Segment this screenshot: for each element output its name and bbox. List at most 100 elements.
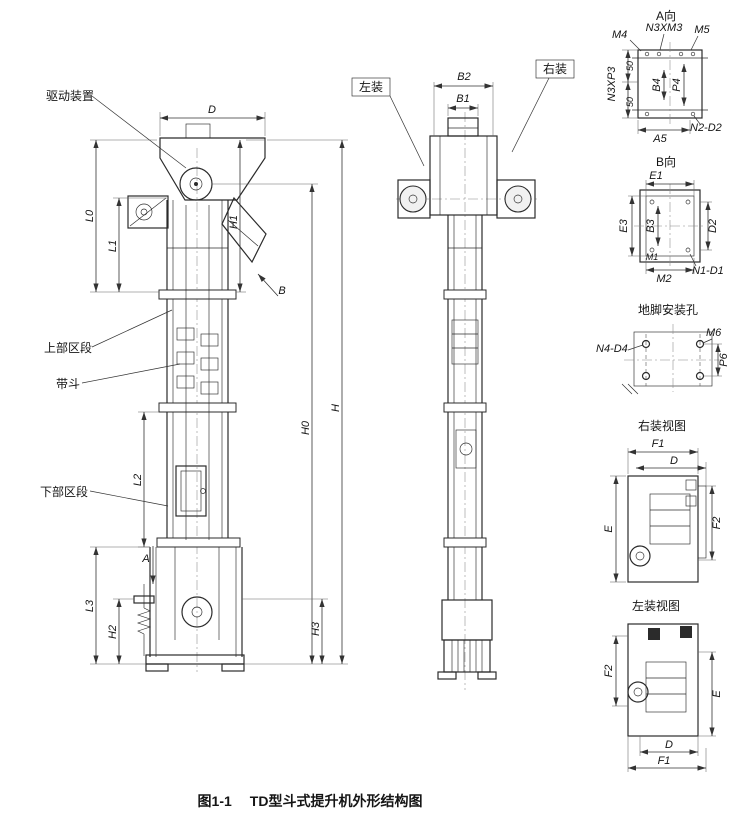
inspection-door <box>175 465 207 517</box>
dim-H1-label: H1 <box>228 215 240 229</box>
dim-A-label: A <box>141 553 149 565</box>
dim-L2-label: L2 <box>132 474 144 486</box>
figure-caption-number: 图1-1 <box>198 793 232 809</box>
figure-caption: 图1-1 TD型斗式提升机外形结构图 <box>198 793 423 809</box>
dim-L2: L2 <box>132 411 159 548</box>
label-50-bottom: 50 <box>625 97 635 107</box>
takeup-spring <box>133 584 155 656</box>
detail-view-a: A向 M4 N3XM3 M5 50 50 N3XP3 B4 P4 A5 N2-D… <box>606 8 722 145</box>
dim-H2-label: H2 <box>107 625 119 639</box>
dim-B2: B2 <box>433 71 494 136</box>
boot-pulley <box>181 596 213 628</box>
discharge-chute <box>221 196 267 264</box>
label-M6: M6 <box>706 327 722 339</box>
left-view-F1: F1 <box>658 755 671 767</box>
dim-B1-label: B1 <box>456 93 469 105</box>
dim-H: H <box>244 139 348 665</box>
label-50-top: 50 <box>625 61 635 71</box>
left-view-F2: F2 <box>603 665 615 678</box>
dim-L1-label: L1 <box>107 240 119 252</box>
label-M2: M2 <box>656 273 671 285</box>
dim-B2-label: B2 <box>457 71 470 83</box>
buckets <box>176 327 219 395</box>
dim-B-label: B <box>278 285 285 297</box>
label-E1: E1 <box>649 170 662 182</box>
callout-lower-label: 下部区段 <box>40 484 88 499</box>
anchor-holes-title: 地脚安装孔 <box>638 302 698 317</box>
dim-H2: H2 <box>107 598 134 664</box>
callout-left-mount: 左装 <box>351 77 425 167</box>
label-E3: E3 <box>618 218 630 232</box>
dim-L1: L1 <box>107 197 167 292</box>
left-drive-wheel <box>399 185 427 213</box>
label-P6: P6 <box>718 352 730 366</box>
label-N4-D4: N4-D4 <box>596 343 628 355</box>
label-B3: B3 <box>645 218 657 232</box>
label-M4: M4 <box>612 29 627 41</box>
dim-H0-label: H0 <box>300 420 312 435</box>
dim-B1: B1 <box>447 93 479 116</box>
label-A5: A5 <box>652 133 667 145</box>
label-D2: D2 <box>707 219 719 233</box>
callout-buckets: 带斗 <box>56 363 181 391</box>
label-N3XP3: N3XP3 <box>606 66 618 102</box>
callout-right-mount-label: 右装 <box>543 61 567 76</box>
label-N1-D1: N1-D1 <box>692 265 724 277</box>
callout-upper-section: 上部区段 <box>44 309 173 355</box>
callout-buckets-label: 带斗 <box>56 377 80 391</box>
drive-unit <box>127 195 169 229</box>
callout-drive-label: 驱动装置 <box>46 89 94 103</box>
detail-view-b: B向 E1 E3 B3 D2 M1 M2 N1-D1 <box>618 154 724 285</box>
left-view-motor <box>627 681 649 703</box>
flange-upper <box>158 289 237 300</box>
flange-middle <box>158 402 237 413</box>
right-view-D: D <box>670 455 678 467</box>
dim-D-label: D <box>208 104 216 116</box>
view-a-title: A向 <box>656 8 676 23</box>
left-view-D: D <box>665 739 673 751</box>
front-view: D L0 L1 L2 L3 H2 <box>40 89 348 672</box>
label-P4: P4 <box>671 78 683 91</box>
dim-H0: H0 <box>212 183 318 664</box>
callout-right-mount: 右装 <box>511 59 575 153</box>
detail-right-mount-view: 右装视图 F1 D E F2 <box>603 418 723 583</box>
flange-lower <box>156 537 241 548</box>
right-view-F1: F1 <box>652 438 665 450</box>
view-arrow-B: B <box>257 273 286 297</box>
detail-left-mount-view: 左装视图 F2 E D F1 <box>603 598 723 772</box>
dim-L0: L0 <box>84 139 159 293</box>
detail-anchor-holes: 地脚安装孔 N4-D4 M6 P6 <box>596 302 730 395</box>
dim-H-label: H <box>330 404 342 412</box>
figure-caption-title: TD型斗式提升机外形结构图 <box>250 793 423 809</box>
side-view: B2 B1 左装 右装 <box>351 59 575 690</box>
left-mount-title: 左装视图 <box>632 598 680 613</box>
right-view-F2: F2 <box>711 517 723 530</box>
right-mount-title: 右装视图 <box>638 418 686 433</box>
casing <box>156 200 241 548</box>
dim-L0-label: L0 <box>84 209 96 222</box>
left-view-E: E <box>711 690 723 698</box>
boot-section <box>133 547 245 672</box>
callout-left-mount-label: 左装 <box>359 79 383 94</box>
callout-drive: 驱动装置 <box>46 89 187 169</box>
dim-H3-label: H3 <box>310 621 322 636</box>
label-N2-D2: N2-D2 <box>690 122 722 134</box>
callout-upper-label: 上部区段 <box>44 340 92 355</box>
callout-lower-section: 下部区段 <box>40 484 169 507</box>
right-view-E: E <box>603 525 615 533</box>
base-plate <box>145 654 245 665</box>
dim-L3-label: L3 <box>84 599 96 612</box>
label-M5: M5 <box>694 24 710 36</box>
side-casing <box>443 215 487 600</box>
dim-H1: H1 <box>228 139 265 293</box>
head-section <box>159 123 267 264</box>
side-boot <box>437 599 497 680</box>
dim-H3: H3 <box>242 598 328 664</box>
label-N3XM3: N3XM3 <box>646 22 684 34</box>
side-head <box>397 117 536 219</box>
dim-D: D <box>159 104 266 136</box>
view-b-title: B向 <box>656 154 676 169</box>
right-view-motor <box>629 545 651 567</box>
